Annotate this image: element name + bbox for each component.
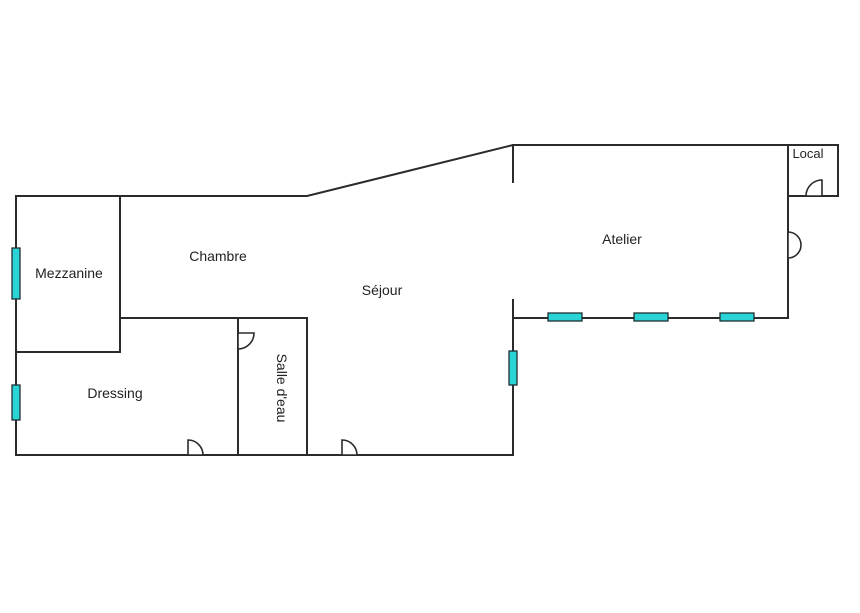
interior-walls — [15, 144, 789, 456]
mezzanine-window — [11, 247, 21, 300]
atelier-window-3 — [719, 312, 755, 322]
room-labels: Mezzanine Chambre Séjour Atelier Local D… — [35, 146, 824, 422]
room-label-local: Local — [792, 146, 823, 161]
room-label-salle-deau: Salle d'eau — [274, 354, 290, 423]
doors — [187, 179, 823, 456]
sejour-door-icon — [341, 439, 358, 456]
atelier-window-2 — [633, 312, 669, 322]
room-label-dressing: Dressing — [87, 385, 142, 401]
dressing-door-icon — [187, 439, 204, 456]
atelier-window-1 — [547, 312, 583, 322]
room-label-mezzanine: Mezzanine — [35, 265, 103, 281]
room-label-chambre: Chambre — [189, 248, 247, 264]
room-label-sejour: Séjour — [362, 282, 403, 298]
exterior-walls — [15, 144, 839, 456]
atelier-side-door-icon — [787, 231, 802, 259]
outer-wall — [15, 144, 839, 456]
room-label-atelier: Atelier — [602, 231, 642, 247]
dressing-window — [11, 384, 21, 421]
local-door-icon — [805, 179, 823, 197]
salle-deau-door-icon — [237, 332, 255, 350]
sejour-window — [508, 350, 518, 386]
windows — [11, 247, 755, 421]
